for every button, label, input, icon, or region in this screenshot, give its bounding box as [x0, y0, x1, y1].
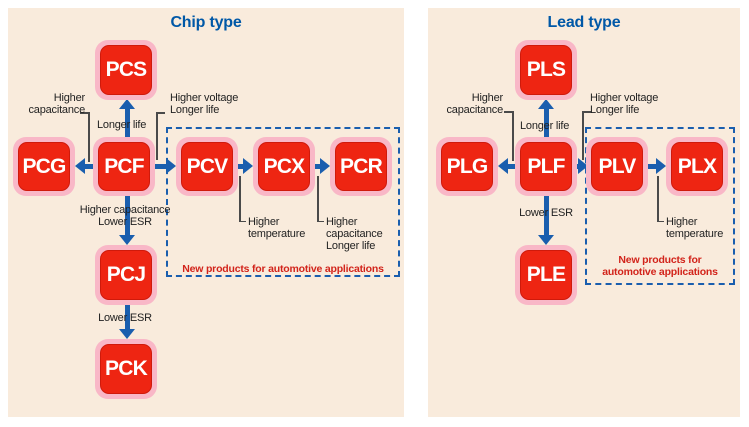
arrow-pcj-to-pck-icon — [119, 305, 135, 339]
connector-higher-voltage — [156, 112, 158, 160]
node-plv: PLV — [586, 137, 648, 196]
arrow-pcf-to-pcg-icon — [75, 158, 93, 174]
label-higher-voltage-longer-life: Higher voltage Longer life — [590, 92, 659, 116]
label-higher-capacitance: Higher capacitance — [28, 92, 85, 116]
node-pcj: PCJ — [95, 245, 157, 305]
label-higher-capacitance-lower-esr: Higher capacitance Lower ESR — [79, 204, 171, 228]
label-higher-temperature: Higher temperature — [248, 216, 306, 240]
node-pcs: PCS — [95, 40, 157, 100]
connector-higher-capacitance — [512, 111, 514, 161]
arrow-pcf-to-pcs-icon — [119, 99, 135, 138]
node-pcf-label: PCF — [98, 142, 150, 191]
note-new-products-automotive: New products for automotive applications — [602, 254, 718, 278]
node-plx: PLX — [666, 137, 728, 196]
node-pcx: PCX — [253, 137, 315, 196]
node-pcg: PCG — [13, 137, 75, 196]
arrow-plf-to-pls-icon — [538, 99, 554, 138]
connector-higher-capacitance — [504, 111, 513, 113]
connector-higher-capacitance-longer-life — [317, 220, 324, 222]
arrow-pcx-to-pcr-icon — [315, 158, 330, 174]
lead-panel-title: Lead type — [547, 14, 621, 31]
label-higher-capacitance-longer-life: Higher capacitance Longer life — [326, 216, 383, 252]
node-pcf: PCF — [93, 137, 155, 196]
arrow-pcf-to-pcj-icon — [119, 196, 135, 245]
node-pls: PLS — [515, 40, 577, 100]
arrow-plf-to-plg-icon — [498, 158, 515, 174]
arrow-plf-to-ple-icon — [538, 196, 554, 245]
connector-higher-temperature — [657, 176, 659, 222]
node-pcs-label: PCS — [100, 45, 152, 95]
chip-automotive-dashed-box — [166, 127, 400, 277]
label-lower-esr: Lower ESR — [98, 312, 152, 324]
connector-higher-temperature — [239, 220, 246, 222]
lead-automotive-dashed-box — [585, 127, 735, 285]
node-plf: PLF — [515, 137, 577, 196]
label-lower-esr: Lower ESR — [519, 207, 573, 219]
label-higher-capacitance: Higher capacitance — [446, 92, 503, 116]
node-pcv-label: PCV — [181, 142, 233, 191]
connector-higher-voltage — [582, 111, 584, 160]
node-pls-label: PLS — [520, 45, 572, 95]
label-longer-life: Longer life — [520, 120, 570, 132]
node-pcr: PCR — [330, 137, 392, 196]
node-pcg-label: PCG — [18, 142, 70, 191]
connector-higher-temperature — [657, 220, 664, 222]
connector-higher-capacitance-longer-life — [317, 176, 319, 222]
node-pcr-label: PCR — [335, 142, 387, 191]
arrow-plv-to-plx-icon — [648, 158, 666, 174]
label-higher-temperature: Higher temperature — [666, 216, 724, 240]
node-pcv: PCV — [176, 137, 238, 196]
connector-higher-voltage — [582, 111, 591, 113]
node-plv-label: PLV — [591, 142, 643, 191]
node-plg-label: PLG — [441, 142, 493, 191]
arrow-plf-to-plv-icon — [575, 158, 588, 174]
note-new-products-automotive: New products for automotive applications — [182, 263, 384, 275]
chip-type-panel: Chip type PCS PCG PCF PCV PCX PCR PCJ PC… — [8, 8, 404, 417]
lead-type-panel: Lead type PLS PLG PLF PLV PLX PLE — [428, 8, 740, 417]
connector-higher-capacitance — [88, 112, 90, 162]
arrow-pcv-to-pcx-icon — [238, 158, 253, 174]
node-plg: PLG — [436, 137, 498, 196]
node-plx-label: PLX — [671, 142, 723, 191]
node-plf-label: PLF — [520, 142, 572, 191]
connector-higher-capacitance — [80, 112, 89, 114]
node-pck: PCK — [95, 339, 157, 399]
connector-higher-temperature — [239, 176, 241, 222]
chip-panel-title: Chip type — [170, 14, 242, 31]
arrow-pcf-to-pcv-icon — [155, 158, 176, 174]
node-pcj-label: PCJ — [100, 250, 152, 300]
connector-higher-voltage — [156, 112, 165, 114]
label-higher-voltage-longer-life: Higher voltage Longer life — [170, 92, 239, 116]
label-longer-life: Longer life — [97, 119, 147, 131]
node-pck-label: PCK — [100, 344, 152, 394]
node-pcx-label: PCX — [258, 142, 310, 191]
node-ple: PLE — [515, 245, 577, 305]
node-ple-label: PLE — [520, 250, 572, 300]
